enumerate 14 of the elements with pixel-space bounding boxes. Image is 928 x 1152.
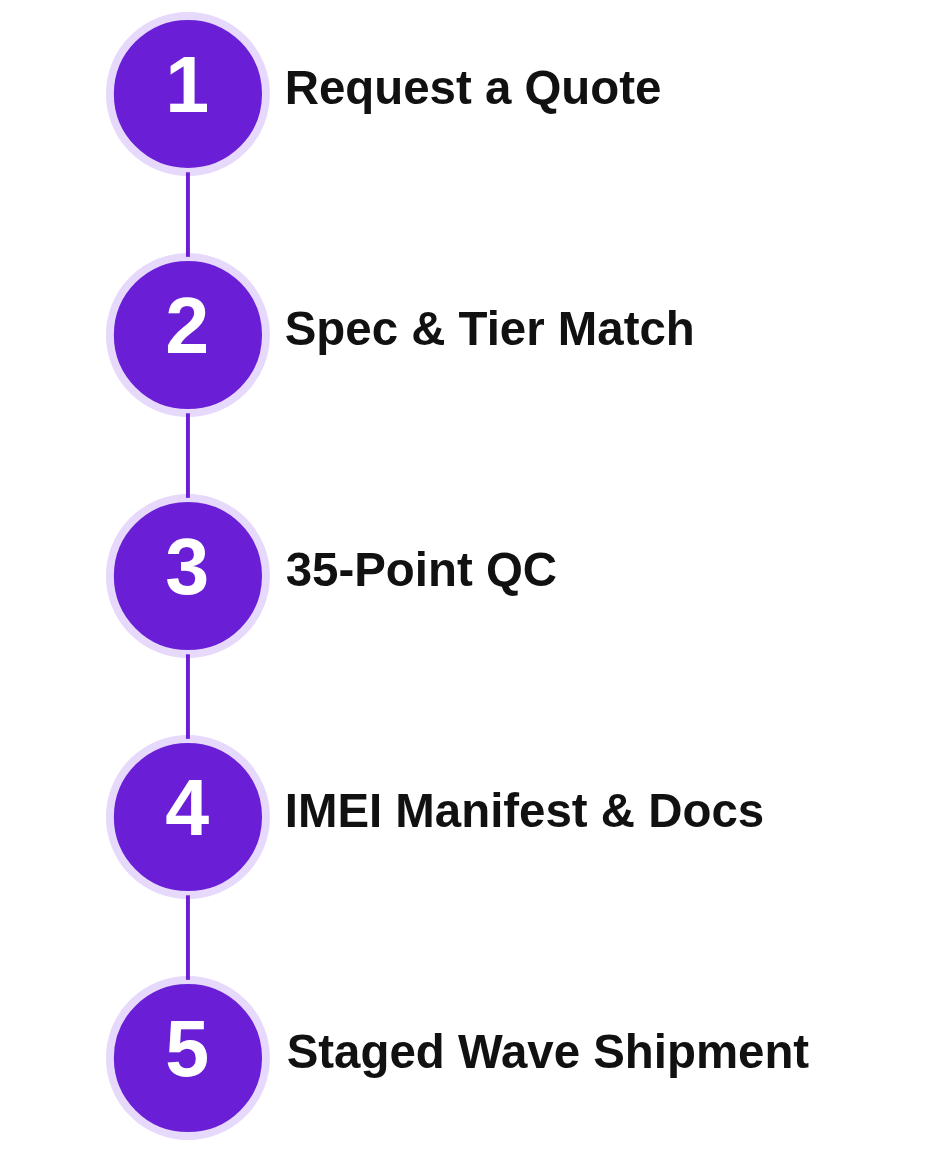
node-circle: 4 — [105, 735, 270, 899]
connector — [185, 654, 190, 739]
node-circle: 5 — [105, 976, 270, 1140]
connector — [185, 413, 190, 498]
node-label: Spec & Tier Match — [284, 302, 695, 356]
node-label: Staged Wave Shipment — [286, 1025, 810, 1079]
node-label: IMEI Manifest & Docs — [284, 784, 765, 838]
node-label: 35-Point QC — [285, 543, 558, 597]
node-label: Request a Quote — [284, 61, 662, 115]
node-circle: 1 — [105, 12, 270, 176]
node-circle: 2 — [105, 253, 270, 417]
connector — [185, 895, 190, 980]
connector — [185, 172, 190, 257]
node-circle: 3 — [105, 494, 270, 658]
